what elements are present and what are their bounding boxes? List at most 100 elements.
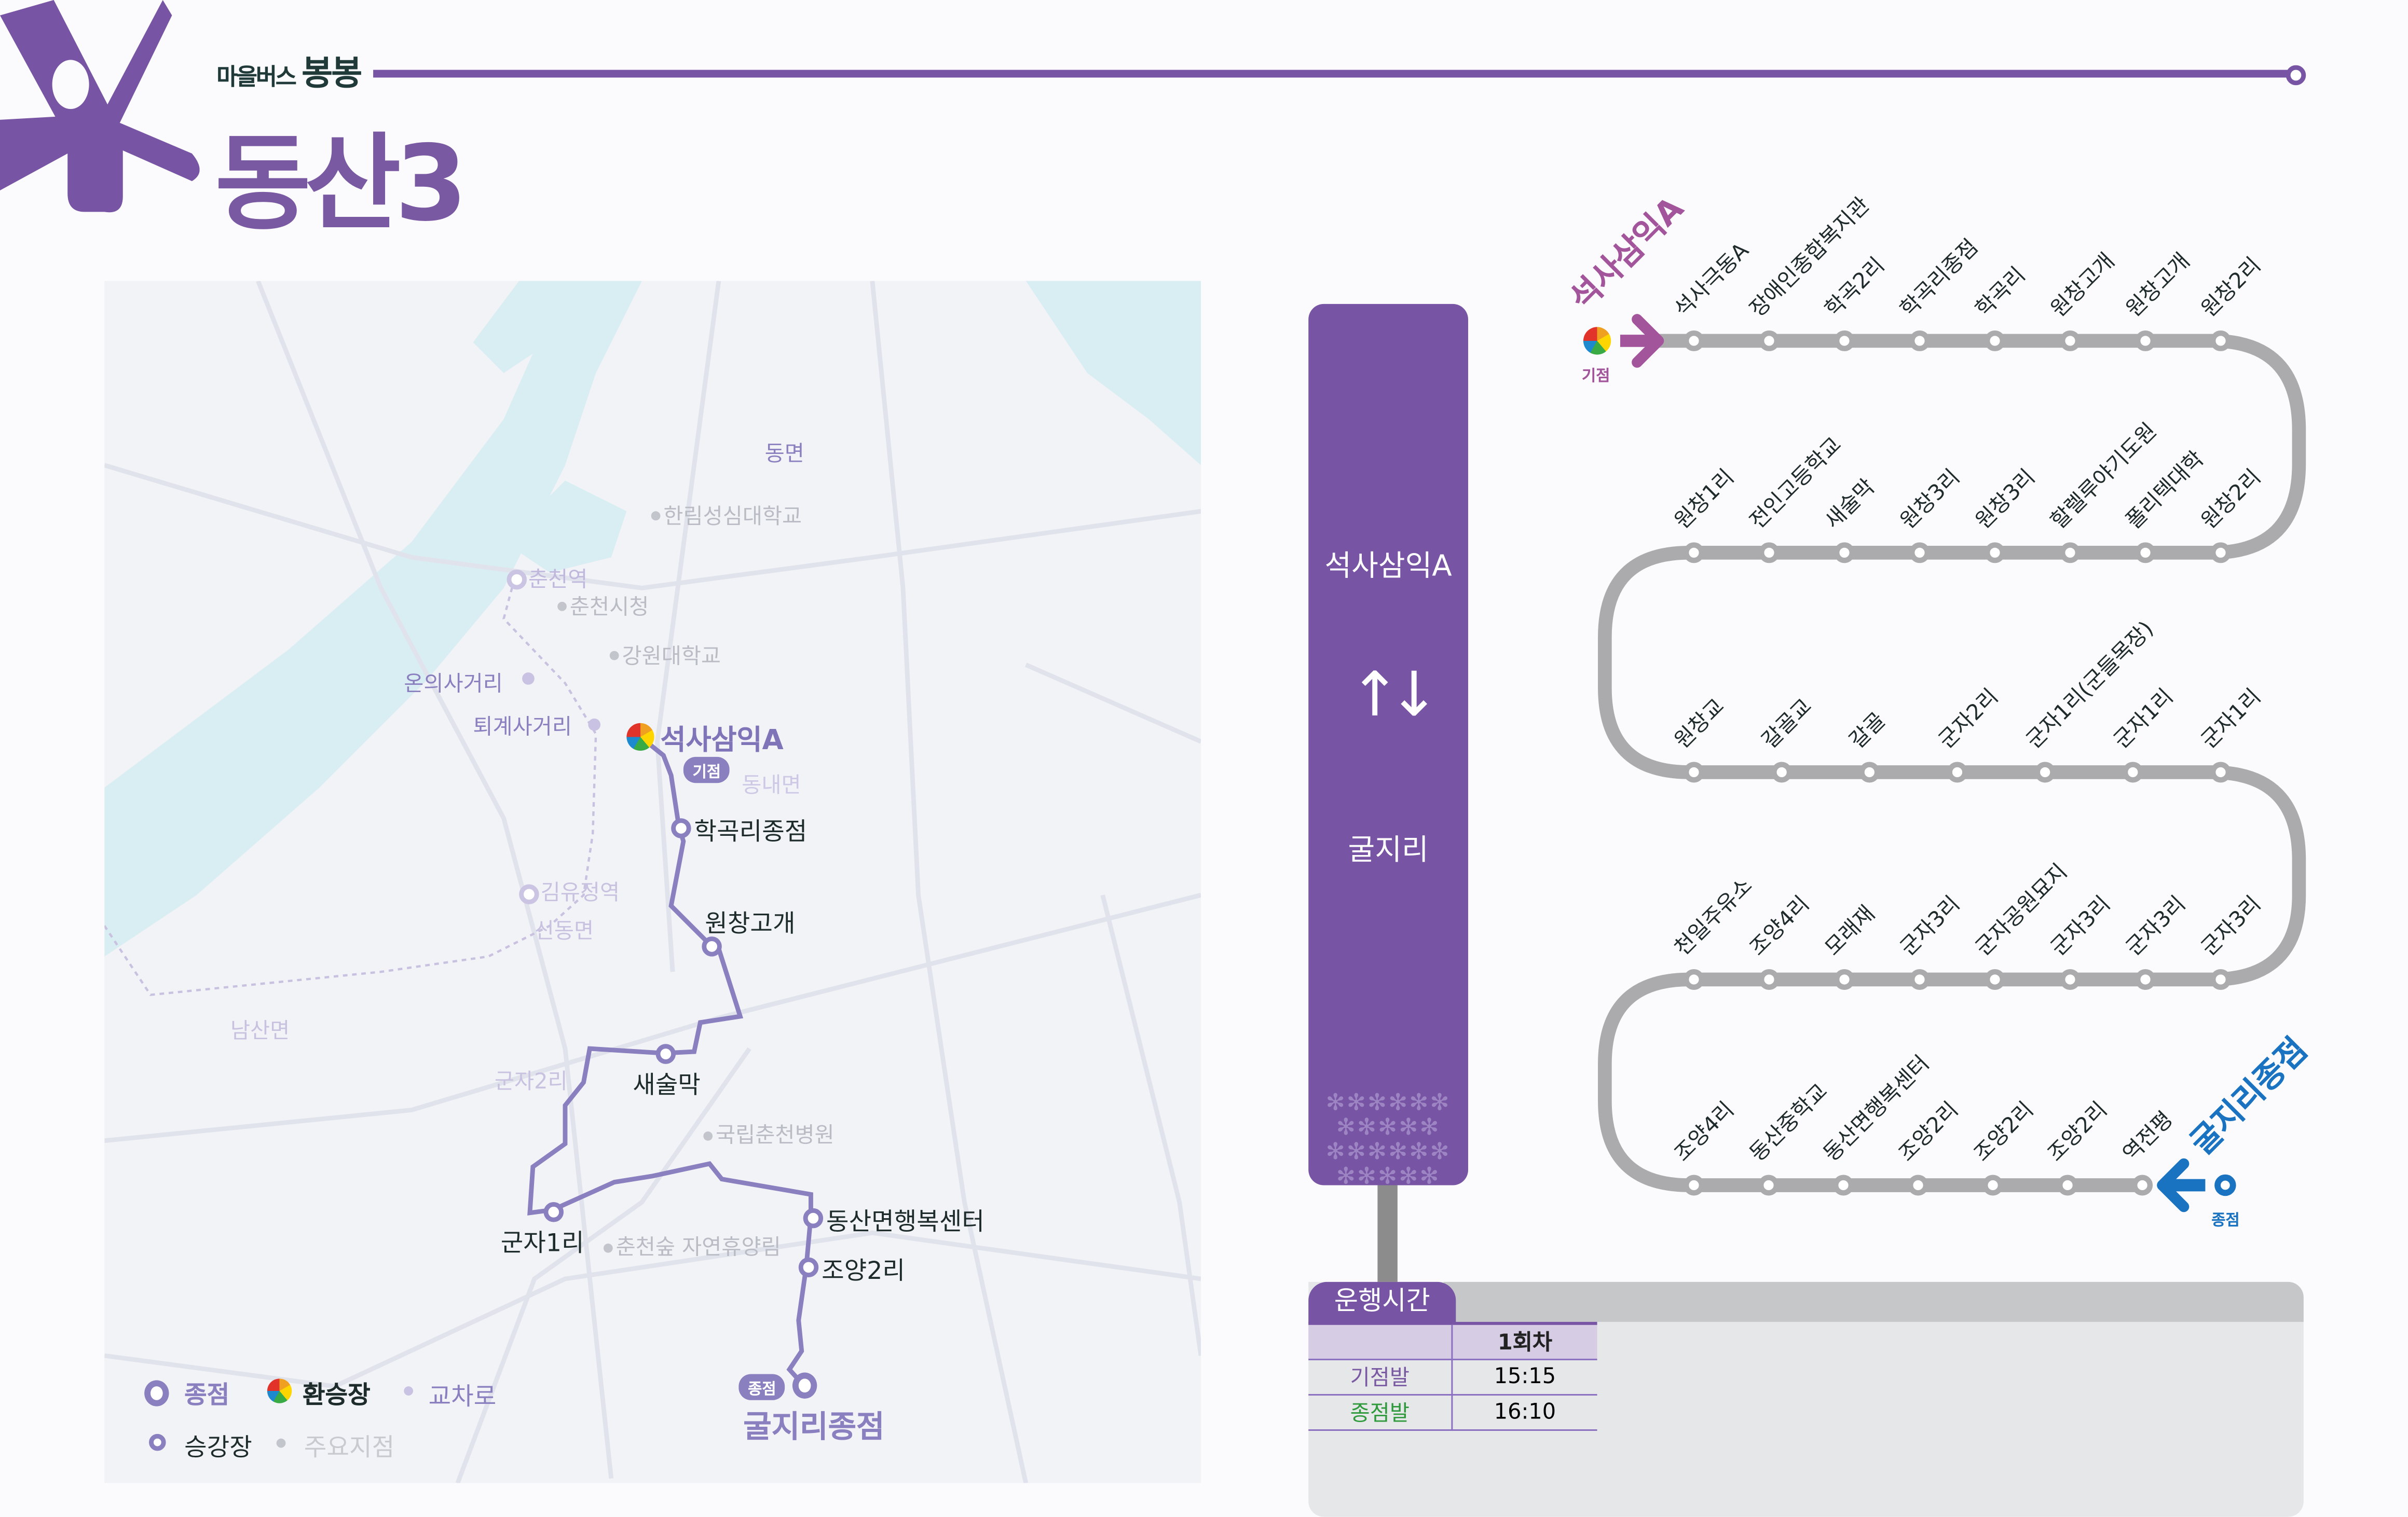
stop-marker (2060, 330, 2081, 351)
terminal-ring-icon (2214, 1174, 2236, 1196)
map-label-dongsan-center: 동산면행복센터 (826, 1206, 984, 1236)
landmark-dot (609, 651, 619, 660)
legend-transfer-icon (267, 1378, 292, 1403)
map-label-city-hall: 춘천시청 (569, 596, 649, 620)
stop-ring-icon (798, 1257, 819, 1278)
map-label-joyang2: 조양2리 (822, 1256, 905, 1285)
map-label-destination: 굴지리종점 (743, 1408, 885, 1445)
bidirectional-arrows-icon: ↑↓ (1349, 660, 1440, 731)
stop-marker (2135, 542, 2156, 563)
stop-marker (1684, 762, 1704, 783)
map-label-onui: 온의사거리 (404, 672, 503, 697)
row-label: 종점발 (1308, 1395, 1453, 1431)
stop-marker (1909, 969, 1930, 990)
intersection-dot (588, 718, 601, 731)
map-label-hakgok: 학곡리종점 (694, 817, 808, 846)
stop-marker (1684, 1175, 1704, 1196)
asterisk-pattern: ✻✻✻✻✻✻✻✻✻✻✻✻✻✻✻✻✻✻✻✻✻✻ (1325, 1088, 1451, 1185)
stop-ring-icon (702, 936, 722, 957)
row-time: 16:10 (1452, 1395, 1597, 1431)
legend-stop-icon (149, 1433, 166, 1451)
panel-origin: 석사삼익A (1324, 549, 1452, 584)
stop-marker (1909, 330, 1930, 351)
stop-marker (1985, 330, 2005, 351)
stop-marker (1834, 542, 1855, 563)
header-line (373, 65, 2306, 86)
stop-ring-icon (671, 818, 691, 838)
stop-marker (2135, 330, 2156, 351)
flower-logo-icon (0, 0, 200, 213)
map-label-gimyujeong: 김유정역 (540, 881, 620, 906)
timetable-header-bar (1443, 1281, 2304, 1322)
stop-marker (2210, 969, 2231, 990)
header-empty-cell (1308, 1321, 1453, 1360)
map-label-chuncheon-station: 춘천역 (528, 568, 588, 593)
landmark-dot (557, 602, 567, 611)
terminal-badge: 종점 (738, 1374, 786, 1400)
end-tag: 종점 (2211, 1212, 2240, 1230)
stop-marker (1834, 969, 1855, 990)
origin-badge: 기점 (683, 756, 730, 783)
station-ring-icon (519, 884, 539, 904)
map-label-namsan: 남산면 (230, 1019, 290, 1044)
stop-marker (1684, 330, 1704, 351)
stop-marker (1834, 330, 1855, 351)
column-header: 1회차 (1452, 1321, 1597, 1360)
timetable-title: 운행시간 (1308, 1281, 1456, 1323)
stop-marker (2122, 762, 2143, 783)
stop-ring-icon (803, 1208, 824, 1229)
stop-marker (2210, 542, 2231, 563)
stop-marker (1947, 762, 1968, 783)
stop-marker (2210, 330, 2231, 351)
stop-marker (2132, 1175, 2153, 1196)
panel-connector (1377, 1185, 1398, 1287)
station-ring-icon (507, 569, 527, 590)
map-label-hallym: 한림성심대학교 (663, 505, 802, 530)
stop-marker (2135, 969, 2156, 990)
map-background (104, 281, 1201, 1483)
map-label-gunja2: 군자2리 (494, 1070, 568, 1095)
stop-marker (2034, 762, 2056, 783)
stop-marker (2057, 1175, 2078, 1196)
legend-landmark: 주요지점 (304, 1432, 395, 1462)
legend-intersection-icon (404, 1386, 414, 1396)
brand-big-text: 봉봉 (302, 55, 362, 94)
brand-small-text: 마을버스 (216, 63, 296, 91)
landmark-dot (703, 1131, 713, 1141)
stop-marker (1982, 1175, 2004, 1196)
stop-marker (1759, 330, 1780, 351)
transfer-icon (1583, 327, 1611, 355)
stop-marker (2060, 969, 2081, 990)
stop-marker (1759, 969, 1780, 990)
stop-ring-icon (655, 1044, 676, 1064)
start-tag: 기점 (1581, 368, 1610, 385)
stop-marker (1684, 969, 1704, 990)
map-label-wonchang-pass: 원창고개 (705, 908, 796, 939)
brand-logo: 마을버스 봉봉 (216, 46, 362, 95)
start-arrow-icon (1620, 314, 1664, 368)
stop-marker (2210, 762, 2231, 783)
map-label-sindong: 신동면 (534, 919, 594, 944)
map-label-kangwon-univ: 강원대학교 (622, 644, 721, 670)
panel-destination: 굴지리 (1348, 833, 1429, 867)
intersection-dot (522, 672, 535, 685)
map-label-dongmyeon: 동면 (764, 442, 804, 467)
landmark-dot (651, 511, 661, 521)
legend-terminal: 종점 (184, 1380, 230, 1410)
legend-intersection: 교차로 (428, 1382, 497, 1411)
stop-marker (1759, 542, 1780, 563)
route-map: 동면 한림성심대학교 춘천역 춘천시청 강원대학교 온의사거리 퇴계사거리 석사… (104, 281, 1201, 1483)
stop-marker (1909, 542, 1930, 563)
map-label-saesulmak: 새술막 (633, 1070, 701, 1099)
stop-marker (1985, 542, 2005, 563)
direction-panel: 석사삼익A ↑↓ 굴지리 ✻✻✻✻✻✻✻✻✻✻✻✻✻✻✻✻✻✻✻✻✻✻ (1308, 304, 1468, 1185)
stop-marker (1859, 762, 1880, 783)
transfer-icon (626, 723, 654, 751)
landmark-dot (603, 1243, 613, 1253)
legend-transfer: 환승장 (302, 1380, 371, 1410)
